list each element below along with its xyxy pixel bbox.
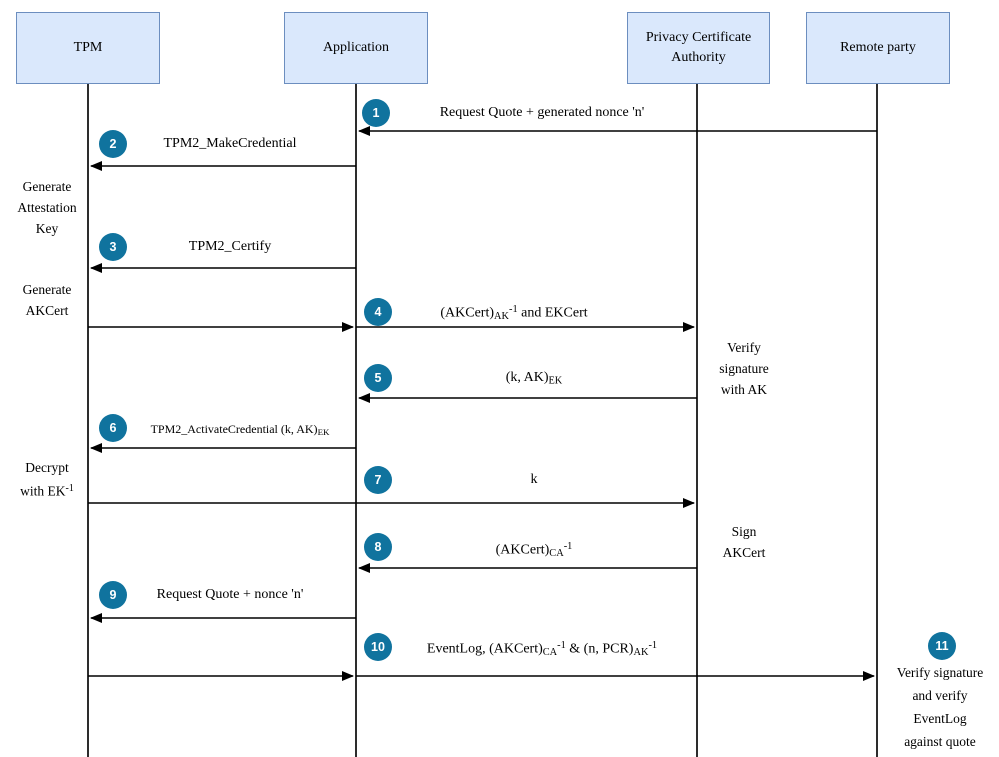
actor-box-application: Application <box>284 12 428 84</box>
step-number: 7 <box>374 473 382 487</box>
step-number: 9 <box>109 588 117 602</box>
step-circle-3: 3 <box>99 233 127 261</box>
step-number: 11 <box>935 639 949 653</box>
step-circle-11: 11 <box>928 632 956 660</box>
step-circle-5: 5 <box>364 364 392 392</box>
step-number: 5 <box>374 371 382 385</box>
message-label-5: (k, AK)EK <box>505 370 563 387</box>
message-label-4: (AKCert)AK-1 and EKCert <box>440 304 588 323</box>
step-circle-1: 1 <box>362 99 390 127</box>
step-circle-2: 2 <box>99 130 127 158</box>
step-circle-4: 4 <box>364 298 392 326</box>
message-label-10: EventLog, (AKCert)CA-1 & (n, PCR)AK-1 <box>426 640 658 659</box>
actor-label: Privacy Certificate Authority <box>645 30 752 65</box>
actor-label: TPM <box>73 40 103 55</box>
step-number: 8 <box>374 540 382 554</box>
step-number: 4 <box>374 305 382 319</box>
message-label-6: TPM2_ActivateCredential (k, AK)EK <box>150 422 330 438</box>
actor-label: Remote party <box>840 40 916 55</box>
actor-box-remote-party: Remote party <box>806 12 950 84</box>
step-circle-7: 7 <box>364 466 392 494</box>
message-label-3: TPM2_Certify <box>188 239 272 254</box>
step-circle-9: 9 <box>99 581 127 609</box>
message-label-9: Request Quote + nonce 'n' <box>156 587 304 602</box>
actor-box-tpm: TPM <box>16 12 160 84</box>
step-number: 10 <box>371 640 385 654</box>
actor-label: Application <box>322 40 390 55</box>
message-label-2: TPM2_MakeCredential <box>163 136 297 151</box>
step-number: 6 <box>109 421 117 435</box>
message-label-1: Request Quote + generated nonce 'n' <box>439 105 645 120</box>
message-label-8: (AKCert)CA-1 <box>495 541 573 560</box>
step-circle-8: 8 <box>364 533 392 561</box>
step-number: 2 <box>109 137 117 151</box>
step-circle-10: 10 <box>364 633 392 661</box>
message-label-7: k <box>530 472 538 487</box>
step-number: 1 <box>372 106 380 120</box>
step-number: 3 <box>109 240 117 254</box>
step-circle-6: 6 <box>99 414 127 442</box>
actor-box-privacy-ca: Privacy Certificate Authority <box>627 12 770 84</box>
